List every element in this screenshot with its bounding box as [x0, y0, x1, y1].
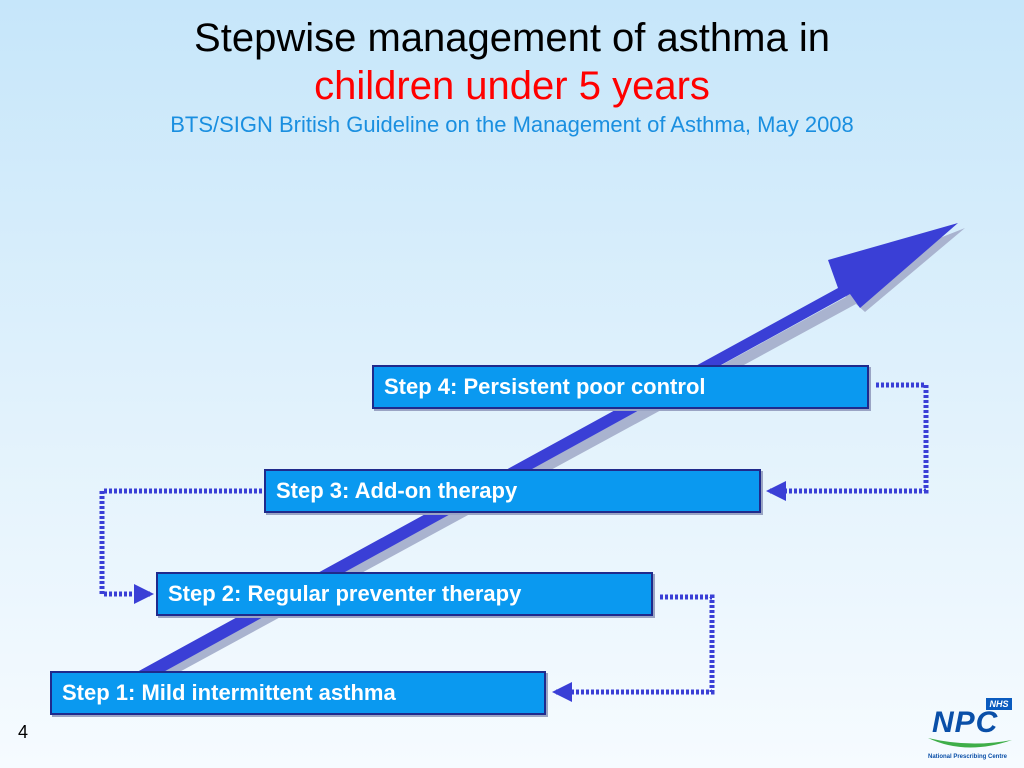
- connector-step1-to-step2: [552, 594, 715, 702]
- connector-step3-to-step4: [766, 382, 929, 501]
- page-title-highlight: children under 5 years: [314, 64, 710, 108]
- step-4-box: Step 4: Persistent poor control: [372, 365, 869, 409]
- connector-step2-to-step3: [99, 488, 262, 604]
- swoosh-icon: [928, 738, 1012, 748]
- npc-logo: NHS NPC National Prescribing Centre: [926, 698, 1016, 762]
- nhs-badge: NHS: [986, 698, 1012, 710]
- page-title: Stepwise management of asthma in: [194, 16, 830, 60]
- rising-arrow: [126, 223, 958, 686]
- step-2-box: Step 2: Regular preventer therapy: [156, 572, 653, 616]
- npc-logo-text: NPC: [932, 706, 999, 739]
- page-subtitle: BTS/SIGN British Guideline on the Manage…: [170, 112, 854, 137]
- step-1-box: Step 1: Mild intermittent asthma: [50, 671, 546, 715]
- step-3-box: Step 3: Add-on therapy: [264, 469, 761, 513]
- npc-logo-caption: National Prescribing Centre: [928, 754, 1008, 760]
- title-block: Stepwise management of asthma in childre…: [0, 14, 1024, 140]
- page-number: 4: [18, 722, 29, 742]
